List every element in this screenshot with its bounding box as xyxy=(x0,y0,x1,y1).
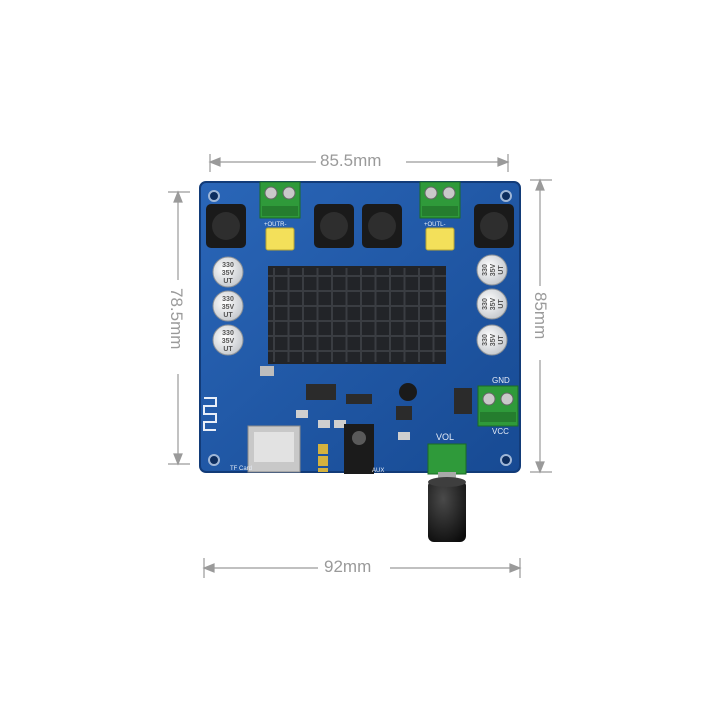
output-right-terminal xyxy=(259,181,301,219)
capacitor-label: UT xyxy=(223,312,233,319)
film-capacitor-left xyxy=(425,227,455,251)
capacitor-label: UT xyxy=(498,265,505,275)
power-terminal xyxy=(477,385,519,427)
bluetooth-antenna xyxy=(203,397,217,431)
silk-tf-card: TF Card xyxy=(230,466,252,472)
top-width-label: 85.5mm xyxy=(320,151,382,170)
silk-aux: AUX xyxy=(372,468,384,474)
smd-components xyxy=(260,366,472,440)
silk-vol: VOL xyxy=(436,432,454,442)
capacitor-label: 330 xyxy=(482,298,489,310)
capacitor-label: UT xyxy=(498,299,505,309)
capacitor-label: 330 xyxy=(222,296,234,303)
mounting-holes xyxy=(208,190,512,466)
capacitor-label: 330 xyxy=(222,262,234,269)
capacitor-label: 35V xyxy=(490,263,497,276)
bottom-width-label: 92mm xyxy=(324,557,372,576)
capacitor-label: 35V xyxy=(222,270,235,277)
film-capacitor-right xyxy=(265,227,295,251)
capacitor-label: 35V xyxy=(490,333,497,346)
volume-knob[interactable] xyxy=(427,443,467,542)
silk-out-r: +OUTR- xyxy=(264,222,287,228)
capacitor-label: 35V xyxy=(490,297,497,310)
capacitor-label: 330 xyxy=(482,334,489,346)
aux-jack[interactable] xyxy=(344,424,374,474)
header-pins xyxy=(318,444,328,472)
capacitor-label: UT xyxy=(223,278,233,285)
capacitor-label: 330 xyxy=(482,264,489,276)
inductors xyxy=(206,204,514,248)
capacitor-label: 35V xyxy=(222,338,235,345)
silk-vcc: VCC xyxy=(492,427,509,436)
silk-out-l: +OUTL- xyxy=(424,222,446,228)
capacitor-label: 330 xyxy=(222,330,234,337)
silk-gnd: GND xyxy=(492,376,510,385)
capacitor-label: 35V xyxy=(222,304,235,311)
capacitor-label: UT xyxy=(223,346,233,353)
capacitor-label: UT xyxy=(498,335,505,345)
output-left-terminal xyxy=(419,181,461,219)
heatsink xyxy=(268,266,446,364)
